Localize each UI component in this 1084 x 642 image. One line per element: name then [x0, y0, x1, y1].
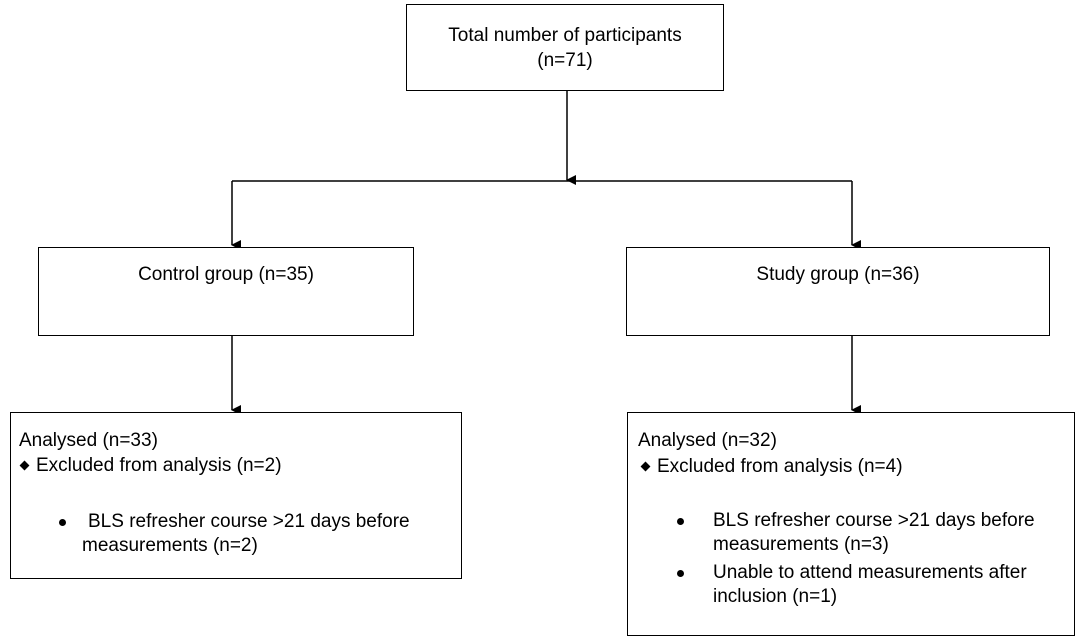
study-analysed-box: Analysed (n=32) Excluded from analysis (…: [627, 412, 1075, 636]
study-analysed-label: Analysed (n=32): [638, 430, 777, 451]
study-excluded-label: Excluded from analysis (n=4): [657, 456, 903, 477]
bullet-dot-icon: [677, 518, 684, 525]
diamond-bullet-icon: [640, 461, 651, 472]
study-reason1-line2: measurements (n=3): [713, 534, 889, 555]
control-group-title: Control group (n=35): [138, 264, 314, 285]
study-reason2-line2: inclusion (n=1): [713, 586, 838, 607]
control-group-box: Control group (n=35): [38, 247, 414, 336]
total-participants-count: (n=71): [537, 50, 593, 71]
bullet-dot-icon: [59, 519, 66, 526]
control-excluded-label: Excluded from analysis (n=2): [36, 455, 282, 476]
control-analysed-box: Analysed (n=33) Excluded from analysis (…: [10, 412, 462, 579]
control-reason-line1: BLS refresher course >21 days before: [88, 511, 410, 532]
diamond-bullet-icon: [19, 460, 30, 471]
study-group-title: Study group (n=36): [756, 264, 920, 285]
study-group-box: Study group (n=36): [626, 247, 1050, 336]
total-participants-box: Total number of participants (n=71): [406, 4, 724, 91]
control-reason-line2: measurements (n=2): [82, 535, 258, 556]
control-analysed-label: Analysed (n=33): [19, 430, 158, 451]
study-reason1-line1: BLS refresher course >21 days before: [713, 510, 1035, 531]
control-excluded-row: Excluded from analysis (n=2): [19, 455, 282, 477]
total-participants-label: Total number of participants: [448, 25, 682, 46]
study-reason2-line1: Unable to attend measurements after: [713, 562, 1027, 583]
study-excluded-row: Excluded from analysis (n=4): [640, 456, 903, 478]
bullet-dot-icon: [677, 570, 684, 577]
